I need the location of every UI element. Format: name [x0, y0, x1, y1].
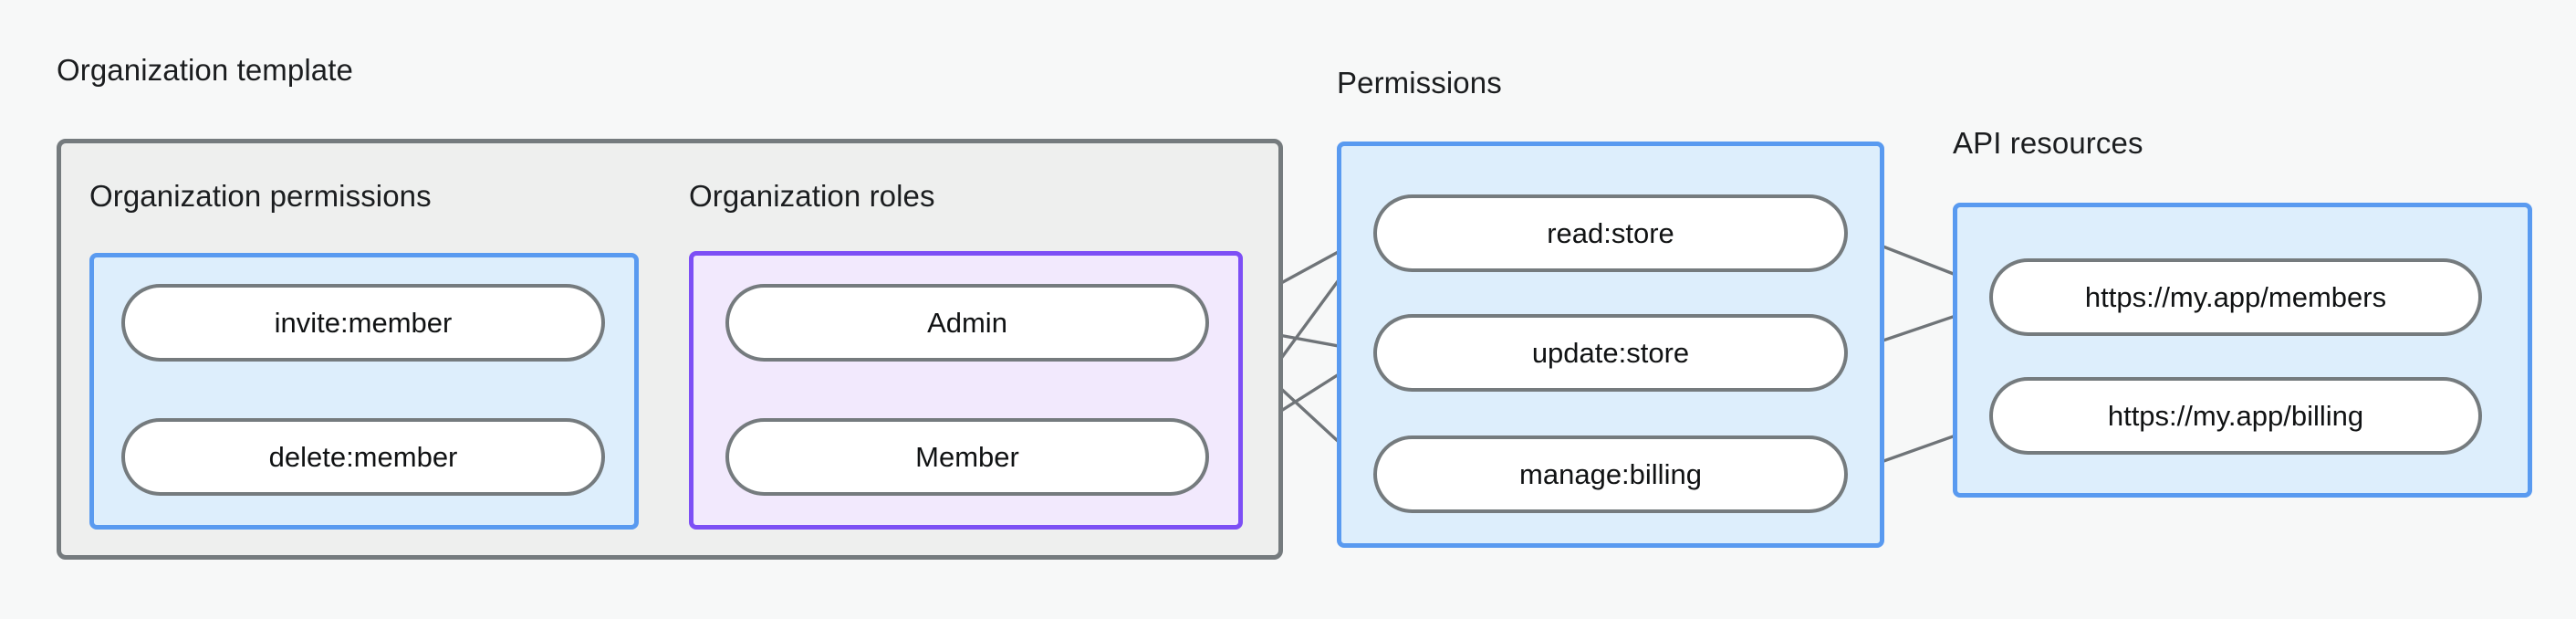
node-manage-billing[interactable]: manage:billing	[1373, 435, 1848, 513]
node-admin-label: Admin	[927, 306, 1007, 339]
organization-permissions-label: Organization permissions	[89, 179, 432, 213]
api-resources-label: API resources	[1953, 126, 2143, 160]
organization-template-label: Organization template	[57, 53, 353, 87]
organization-roles-label: Organization roles	[689, 179, 935, 213]
node-update-store-label: update:store	[1531, 336, 1690, 369]
node-invite-member[interactable]: invite:member	[121, 284, 605, 362]
node-admin[interactable]: Admin	[725, 284, 1209, 362]
node-manage-billing-label: manage:billing	[1519, 457, 1702, 490]
node-member-label: Member	[915, 440, 1019, 473]
node-members-url-label: https://my.app/members	[2084, 280, 2387, 313]
node-members-url[interactable]: https://my.app/members	[1989, 258, 2482, 336]
node-update-store[interactable]: update:store	[1373, 314, 1848, 392]
node-delete-member[interactable]: delete:member	[121, 418, 605, 496]
node-invite-member-label: invite:member	[274, 306, 453, 339]
node-member[interactable]: Member	[725, 418, 1209, 496]
node-delete-member-label: delete:member	[268, 440, 458, 473]
node-billing-url-label: https://my.app/billing	[2107, 399, 2364, 432]
node-read-store-label: read:store	[1547, 216, 1674, 249]
permissions-label: Permissions	[1337, 66, 1502, 100]
node-billing-url[interactable]: https://my.app/billing	[1989, 377, 2482, 455]
node-read-store[interactable]: read:store	[1373, 194, 1848, 272]
